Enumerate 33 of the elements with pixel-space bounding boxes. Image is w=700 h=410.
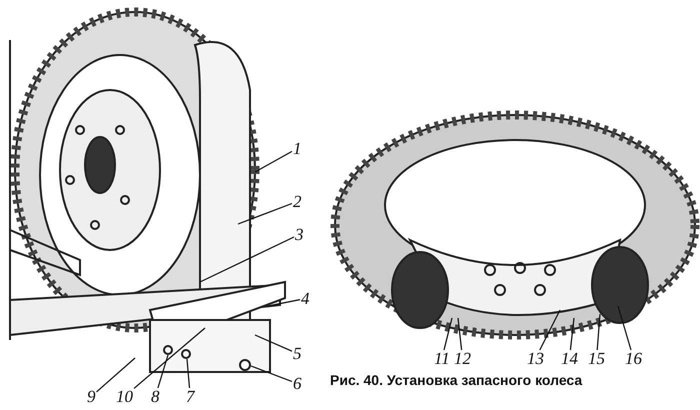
callout-number: 2 — [292, 193, 302, 210]
callout-number: 7 — [185, 388, 196, 405]
callout-number: 1 — [292, 140, 302, 157]
callout-number: 11 — [433, 350, 451, 367]
leader-line — [570, 318, 575, 350]
leader-line — [457, 318, 462, 350]
callout-number: 10 — [115, 388, 134, 405]
leader-line — [134, 328, 206, 389]
leader-line — [617, 306, 632, 350]
callout-number: 15 — [587, 350, 606, 367]
leader-line — [250, 365, 292, 382]
callout-number: 5 — [292, 345, 302, 362]
figure-caption: Рис. 40. Установка запасного колеса — [330, 372, 582, 388]
leader-line — [596, 314, 601, 350]
leader-line — [157, 354, 169, 388]
callout-number: 4 — [300, 290, 310, 307]
leader-line — [254, 334, 292, 352]
leader-line — [254, 150, 292, 173]
callout-number: 9 — [86, 388, 96, 405]
leader-line — [200, 236, 294, 283]
leader-line — [539, 310, 561, 350]
callout-number: 12 — [453, 350, 472, 367]
callout-number: 6 — [292, 375, 302, 392]
callout-number: 13 — [526, 350, 545, 367]
leader-line — [186, 358, 190, 388]
leader-line — [268, 299, 300, 307]
callout-number: 8 — [150, 388, 160, 405]
callout-number: 16 — [624, 350, 643, 367]
callout-number: 3 — [294, 226, 304, 243]
leader-line — [443, 318, 453, 350]
callout-number: 14 — [560, 350, 579, 367]
leader-line — [238, 202, 292, 225]
leader-line — [96, 358, 136, 392]
